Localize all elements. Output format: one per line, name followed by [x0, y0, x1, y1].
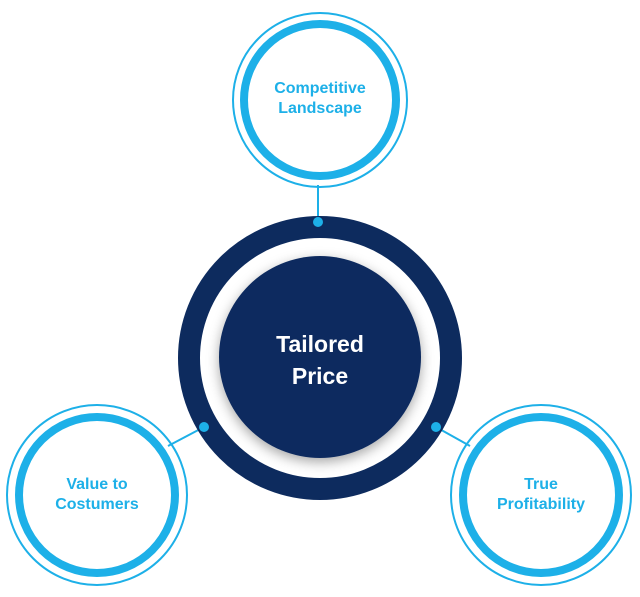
connector-dot-left	[199, 422, 209, 432]
node-right-line1: True	[524, 476, 558, 493]
node-left-circle	[6, 404, 188, 586]
center-label: Tailored Price	[230, 328, 410, 392]
node-right-line2: Profitability	[496, 496, 585, 513]
connector-dot-top	[313, 217, 323, 227]
node-left-label: Value to Costumers	[27, 475, 167, 515]
node-right-label: True Profitability	[471, 475, 611, 515]
center-ring	[178, 216, 462, 500]
center-line1: Tailored	[276, 331, 364, 357]
node-top-line1: Competitive	[274, 80, 366, 97]
node-left-line1: Value to	[66, 476, 128, 493]
node-top-circle	[232, 12, 408, 188]
center-disc	[219, 256, 421, 458]
node-top-line2: Landscape	[278, 100, 362, 117]
node-right-circle	[450, 404, 632, 586]
connector-dot-right	[431, 422, 441, 432]
node-left-line2: Costumers	[55, 496, 139, 513]
node-top-label: Competitive Landscape	[250, 79, 390, 119]
center-line2: Price	[291, 363, 349, 390]
